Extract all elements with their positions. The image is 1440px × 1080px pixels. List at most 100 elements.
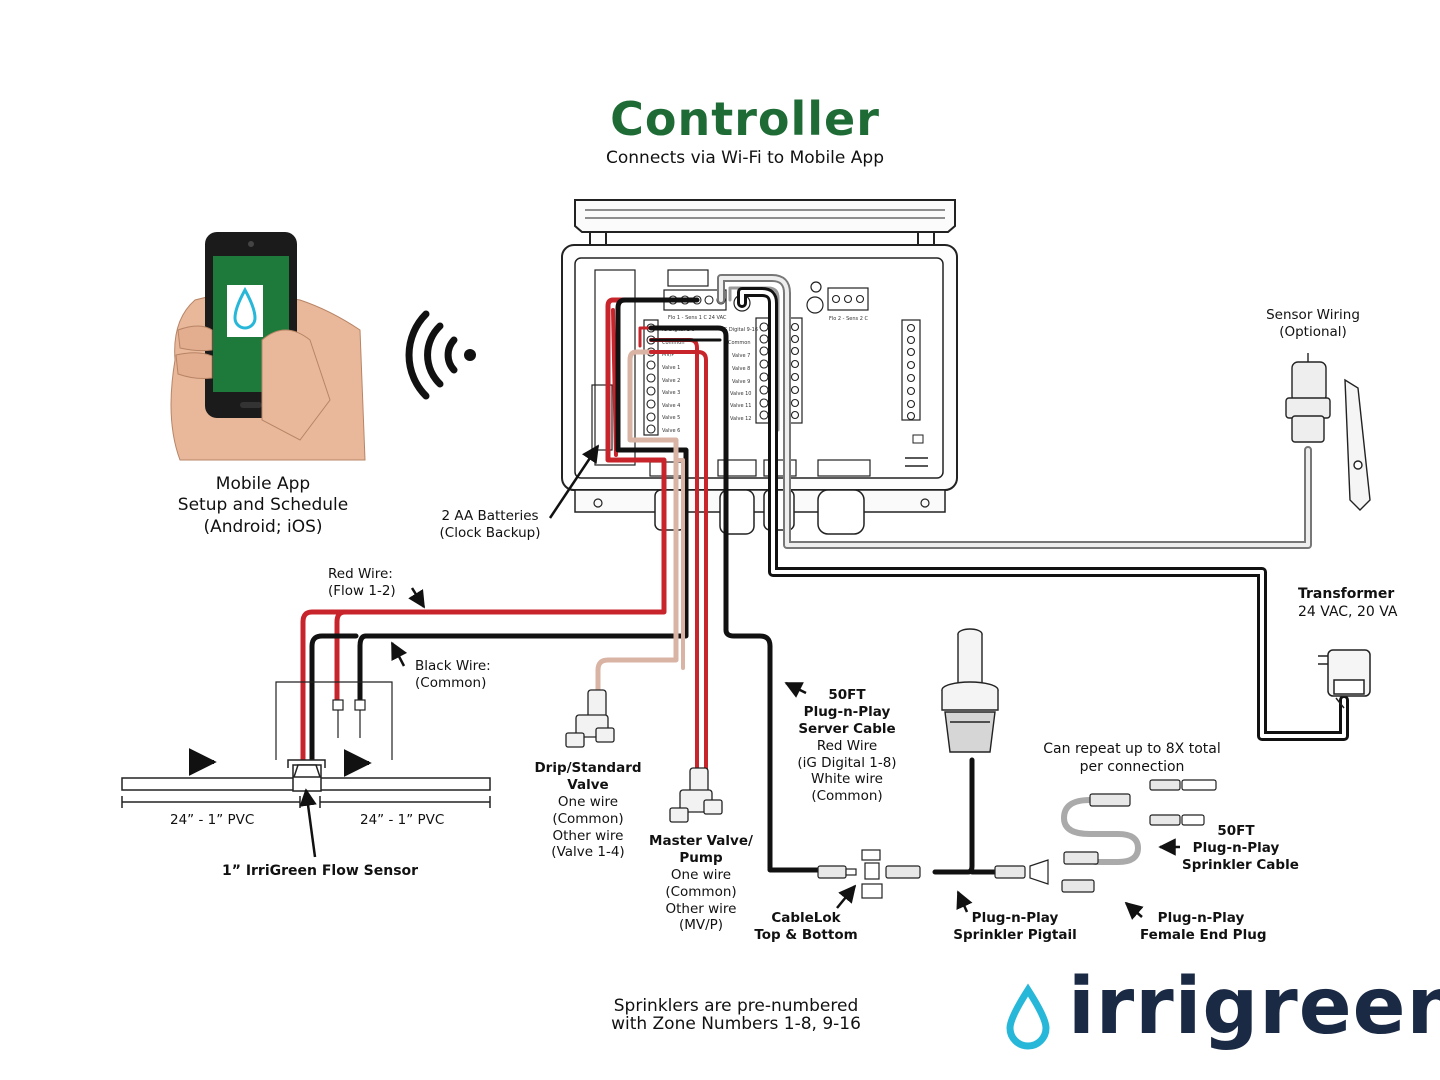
server-cable-line: (iG Digital 1-8) — [797, 754, 897, 771]
arrow-icon — [408, 587, 426, 609]
pigtail-line: Sprinkler Pigtail — [953, 926, 1077, 943]
mobile-app-label: Mobile App Setup and Schedule (Android; … — [168, 474, 358, 538]
sensor-wiring-label: Sensor Wiring (Optional) — [1258, 307, 1368, 341]
arrow-icon — [299, 788, 317, 858]
terminal-label-left: Valve 5 — [662, 415, 680, 421]
cablelok-label: CableLok Top & Bottom — [752, 910, 860, 944]
flow-sensor-label: 1” IrriGreen Flow Sensor — [222, 863, 419, 879]
drip-valve-title: Drip/Standard — [534, 760, 642, 776]
terminal-label-left: Valve 3 — [662, 390, 680, 396]
terminal-label-right: Valve 7 — [732, 353, 750, 359]
server-cable-title: 50FT — [828, 687, 866, 703]
drip-valve-line: (Common) — [552, 810, 624, 827]
sprinkler-cable-line: Plug-n-Play — [1192, 839, 1280, 856]
terminal-label-right: Valve 8 — [732, 366, 750, 372]
black-wire-line: Black Wire: — [415, 658, 491, 674]
pigtail-wire — [932, 757, 975, 875]
water-drop-icon — [233, 286, 257, 330]
pvc-right-label: 24” - 1” PVC — [360, 812, 445, 828]
server-cable-title: Server Cable — [798, 720, 896, 737]
pigtail-line: Plug-n-Play — [971, 910, 1059, 926]
black-wire-label: Black Wire: (Common) — [415, 658, 491, 692]
irrigreen-logo: irrigreen — [1068, 962, 1440, 1052]
red-wire-line: Red Wire: — [328, 566, 393, 582]
arrow-icon — [390, 641, 408, 667]
terminal-label-left: Valve 6 — [662, 428, 680, 434]
arrow-icon — [956, 890, 973, 913]
sprinkler-cable-loop — [1061, 797, 1141, 865]
sprinkler-cable-line: Sprinkler Cable — [1182, 856, 1299, 873]
wifi-icon — [405, 310, 476, 400]
master-valve-line: (Common) — [665, 883, 737, 900]
master-valve-label: Master Valve/ Pump One wire (Common) Oth… — [642, 833, 760, 934]
pigtail-label: Plug-n-Play Sprinkler Pigtail — [952, 910, 1078, 944]
page-subtitle: Connects via Wi-Fi to Mobile App — [606, 148, 884, 168]
terminal-label-left: MV/P — [662, 352, 674, 358]
red-wire-line: (Flow 1-2) — [328, 582, 396, 599]
transformer-title: Transformer — [1298, 586, 1395, 602]
footer-note-line: with Zone Numbers 1-8, 9-16 — [611, 1014, 861, 1035]
master-valve-title: Master Valve/ — [649, 833, 753, 849]
pvc-pipe — [121, 681, 491, 808]
terminal-label-right: iG Digital 9-16 — [722, 327, 758, 333]
female-plug-label: Plug-n-Play Female End Plug — [1140, 910, 1267, 944]
drip-valve-line: Other wire — [552, 827, 624, 844]
connector-icon — [817, 779, 1217, 899]
terminal-label-top-right: Flo 2 - Sens 2 C — [829, 316, 868, 322]
terminal-label-right: Valve 11 — [730, 403, 751, 409]
drip-valve-line: (Valve 1-4) — [551, 844, 625, 861]
cablelok-line: Top & Bottom — [754, 926, 858, 943]
pointer-arrows — [299, 444, 1180, 920]
batteries-line: (Clock Backup) — [439, 524, 541, 541]
terminal-label-group: Flo 1 - Sens 1 C 24 VAC Flo 2 - Sens 2 C… — [662, 315, 868, 434]
valve-icon — [565, 689, 615, 748]
terminal-label-right: Valve 12 — [730, 416, 751, 422]
mobile-app-line: (Android; iOS) — [203, 516, 323, 537]
sensor-wiring-line: Sensor Wiring — [1266, 307, 1360, 323]
terminal-label-left: Common — [662, 340, 685, 346]
terminal-label-right: Valve 10 — [730, 391, 751, 397]
arrow-icon — [1124, 901, 1144, 920]
master-valve-line: One wire — [670, 866, 732, 883]
transformer-spec: 24 VAC, 20 VA — [1298, 603, 1398, 620]
terminal-label-right: Valve 9 — [732, 379, 750, 385]
server-cable-line: Red Wire — [816, 737, 878, 754]
controller-enclosure — [561, 199, 958, 535]
master-valve-title: Pump — [679, 849, 723, 866]
female-plug-line: Female End Plug — [1140, 926, 1267, 943]
terminal-label-right: Common — [728, 340, 751, 346]
female-plug-line: Plug-n-Play — [1157, 910, 1245, 926]
server-cable-line: (Common) — [811, 788, 883, 805]
server-cable-label: 50FT Plug-n-Play Server Cable Red Wire (… — [788, 687, 906, 805]
valve-icon — [669, 767, 723, 823]
master-valve-line: Other wire — [665, 900, 737, 917]
rain-sensor-icon — [1285, 353, 1371, 511]
red-flow-wire — [334, 297, 676, 703]
sprinkler-cable-line: 50FT — [1217, 823, 1255, 839]
batteries-line: 2 AA Batteries — [441, 508, 539, 524]
terminal-label-left: Valve 2 — [662, 378, 680, 384]
arrow-icon — [548, 444, 600, 519]
phone-icon — [170, 232, 366, 461]
batteries-label: 2 AA Batteries (Clock Backup) — [430, 508, 550, 542]
mobile-app-line: Setup and Schedule — [177, 495, 349, 516]
flow-sensor-probes — [332, 699, 366, 738]
footer-note: Sprinklers are pre-numbered with Zone Nu… — [596, 997, 876, 1034]
repeat-note-line: per connection — [1079, 758, 1185, 775]
black-wire-line: (Common) — [415, 674, 487, 691]
red-wire-label: Red Wire: (Flow 1-2) — [328, 566, 396, 600]
mobile-app-line: Mobile App — [215, 474, 311, 494]
sensor-wiring-line: (Optional) — [1279, 323, 1347, 340]
cablelok-line: CableLok — [771, 910, 841, 926]
drip-valve-line: One wire — [557, 793, 619, 810]
pvc-left-label: 24” - 1” PVC — [170, 812, 255, 828]
server-cable-line: White wire — [811, 771, 883, 788]
transformer-label: Transformer 24 VAC, 20 VA — [1298, 586, 1397, 621]
drip-valve-label: Drip/Standard Valve One wire (Common) Ot… — [528, 760, 648, 861]
sprinkler-icon — [941, 628, 999, 753]
repeat-note-label: Can repeat up to 8X total per connection — [1032, 741, 1232, 776]
master-valve-line: (MV/P) — [678, 917, 724, 934]
black-common-wire — [357, 297, 700, 703]
